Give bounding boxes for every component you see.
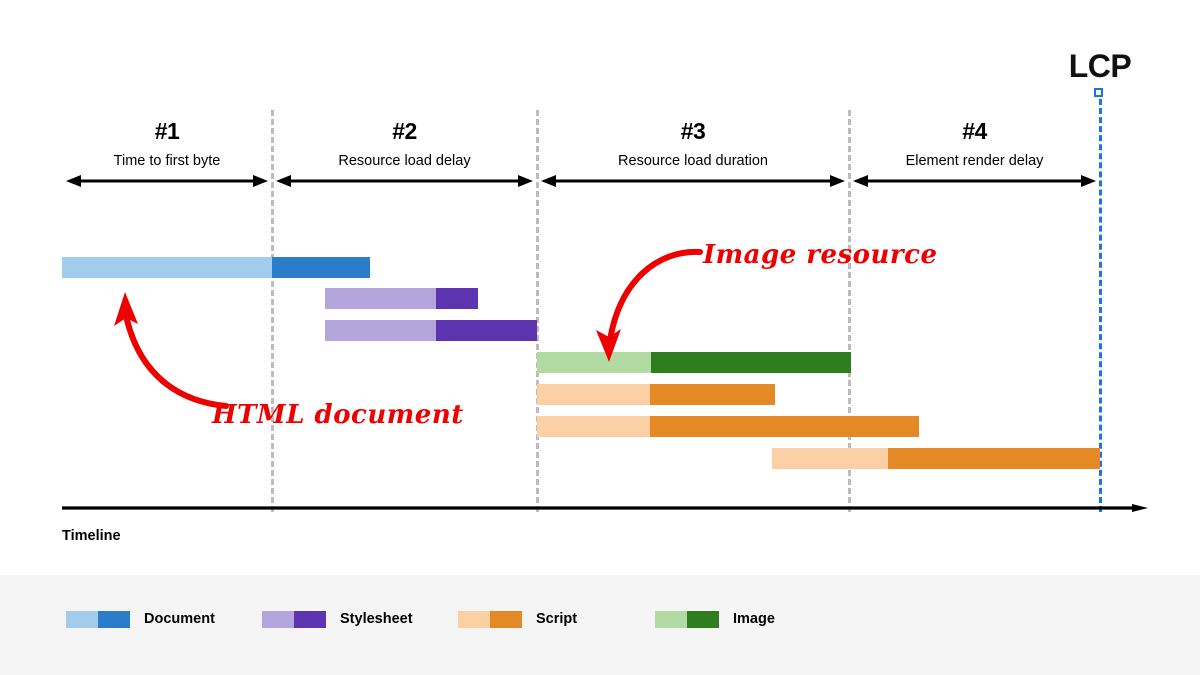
legend-swatch-image bbox=[655, 610, 719, 628]
html-document-arrow-icon bbox=[104, 288, 234, 413]
bar-segment-wait bbox=[537, 416, 650, 437]
legend-item-stylesheet[interactable]: Stylesheet bbox=[262, 609, 413, 629]
bar-segment-transfer bbox=[650, 416, 919, 437]
legend-label-image: Image bbox=[733, 611, 775, 627]
legend-label-stylesheet: Stylesheet bbox=[340, 611, 413, 627]
phase-measure-arrow-2 bbox=[276, 174, 533, 188]
phase-number-4: #4 bbox=[962, 118, 987, 144]
legend-swatch-dark bbox=[98, 610, 130, 628]
bar-segment-wait bbox=[537, 384, 650, 405]
legend-swatch-stylesheet bbox=[262, 610, 326, 628]
legend-swatch-document bbox=[66, 610, 130, 628]
bar-segment-wait bbox=[325, 288, 436, 309]
bar-segment-transfer bbox=[651, 352, 851, 373]
phase-name-3: Resource load duration bbox=[618, 153, 768, 169]
bar-segment-transfer bbox=[436, 320, 537, 341]
phase-measure-arrow-3 bbox=[541, 174, 845, 188]
bar-segment-wait bbox=[325, 320, 436, 341]
html-document-annotation: HTML document bbox=[212, 400, 464, 430]
bar-segment-transfer bbox=[888, 448, 1100, 469]
image-resource-annotation: Image resource bbox=[703, 240, 938, 270]
phase-divider-2 bbox=[536, 110, 539, 512]
legend-label-script: Script bbox=[536, 611, 578, 627]
bar-segment-wait bbox=[772, 448, 888, 469]
legend-swatch-dark bbox=[490, 610, 522, 628]
resource-bar-document bbox=[62, 257, 370, 278]
resource-bar-script-3 bbox=[772, 448, 1100, 469]
phase-divider-3 bbox=[848, 110, 851, 512]
lcp-marker-cap-icon bbox=[1094, 88, 1103, 97]
legend-item-image[interactable]: Image bbox=[655, 609, 775, 629]
resource-bar-image bbox=[537, 352, 851, 373]
bar-segment-wait bbox=[62, 257, 272, 278]
resource-bar-stylesheet-2 bbox=[325, 320, 537, 341]
bar-segment-wait bbox=[537, 352, 651, 373]
phase-name-4: Element render delay bbox=[905, 153, 1044, 169]
phase-measure-arrow-4 bbox=[853, 174, 1096, 188]
phase-name-2: Resource load delay bbox=[338, 153, 471, 169]
resource-bar-script-1 bbox=[537, 384, 775, 405]
legend-swatch-dark bbox=[294, 610, 326, 628]
legend-item-document[interactable]: Document bbox=[66, 609, 215, 629]
timeline-axis-label: Timeline bbox=[62, 528, 121, 544]
legend-label-document: Document bbox=[144, 611, 215, 627]
legend-swatch-light bbox=[66, 610, 98, 628]
bar-segment-transfer bbox=[272, 257, 370, 278]
phase-number-3: #3 bbox=[680, 118, 706, 144]
image-resource-arrow-icon bbox=[584, 236, 714, 364]
lcp-marker-label: LCP bbox=[1068, 48, 1132, 84]
chart-legend: Document Stylesheet Script Image bbox=[0, 575, 1200, 675]
legend-swatch-light bbox=[458, 610, 490, 628]
phase-number-2: #2 bbox=[392, 118, 417, 144]
phase-name-1: Time to first byte bbox=[113, 153, 221, 169]
phase-measure-arrow-1 bbox=[66, 174, 268, 188]
bar-segment-transfer bbox=[436, 288, 478, 309]
legend-item-script[interactable]: Script bbox=[458, 609, 577, 629]
phase-number-1: #1 bbox=[154, 118, 180, 144]
resource-bar-script-2 bbox=[537, 416, 919, 437]
timeline-axis bbox=[62, 503, 1148, 515]
legend-swatch-dark bbox=[687, 610, 719, 628]
legend-swatch-light bbox=[262, 610, 294, 628]
bar-segment-transfer bbox=[650, 384, 775, 405]
legend-swatch-light bbox=[655, 610, 687, 628]
lcp-marker-line bbox=[1099, 99, 1102, 512]
legend-swatch-script bbox=[458, 610, 522, 628]
resource-bar-stylesheet-1 bbox=[325, 288, 478, 309]
phase-divider-1 bbox=[271, 110, 274, 512]
